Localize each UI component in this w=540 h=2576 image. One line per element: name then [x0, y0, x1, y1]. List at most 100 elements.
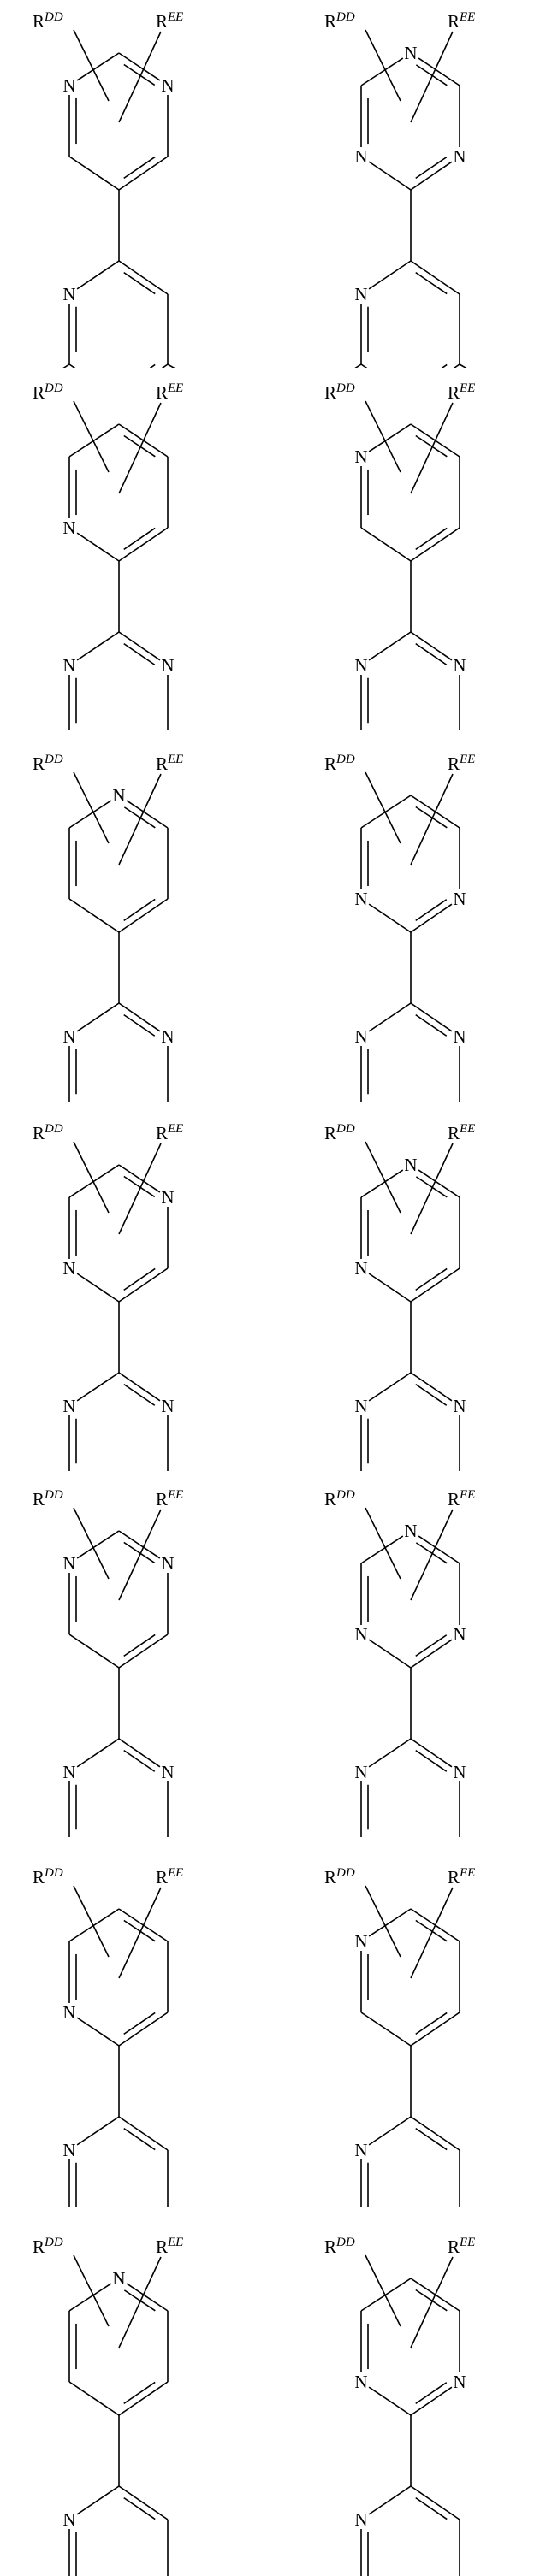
structure-row6-right: NNRDDREERAARBB — [292, 1839, 540, 2207]
substituent-ree: REE — [156, 381, 183, 403]
substituent-rdd: RDD — [324, 1866, 355, 1888]
nitrogen-atom: N — [354, 2140, 367, 2160]
nitrogen-atom: N — [354, 1258, 367, 1279]
substituent-ree: REE — [156, 753, 183, 774]
bond — [73, 29, 110, 102]
bond — [123, 898, 156, 922]
bond — [368, 1372, 412, 1402]
substituent-rdd: RDD — [324, 2236, 355, 2257]
substituent-rdd: RDD — [33, 10, 63, 32]
bond — [368, 903, 412, 933]
bond — [123, 2289, 156, 2312]
structure-row5-left: NNNNNRDDREERAARBB — [0, 1469, 270, 1837]
substituent-ree: REE — [448, 1122, 475, 1143]
nitrogen-atom: N — [453, 1026, 466, 1047]
nitrogen-atom: N — [354, 1396, 367, 1416]
substituent-rdd: RDD — [33, 381, 63, 403]
nitrogen-atom: N — [62, 2509, 75, 2530]
nitrogen-atom: N — [453, 2372, 466, 2392]
nitrogen-atom: N — [161, 1553, 174, 1574]
nitrogen-atom: N — [62, 1553, 75, 1574]
bond — [118, 2381, 169, 2416]
bond — [368, 161, 412, 191]
nitrogen-atom: N — [161, 75, 174, 96]
nitrogen-atom: N — [161, 1396, 174, 1416]
substituent-rdd: RDD — [33, 753, 63, 774]
bond — [118, 1530, 161, 1559]
bond — [368, 1273, 412, 1303]
bond — [76, 1530, 120, 1559]
nitrogen-atom: N — [161, 1762, 174, 1782]
bond — [68, 1908, 120, 1942]
nitrogen-atom: N — [62, 655, 75, 676]
bond — [76, 2485, 120, 2515]
bond — [410, 1738, 453, 1768]
bond — [123, 271, 156, 295]
bond — [118, 898, 169, 933]
bond — [410, 2012, 460, 2047]
bond — [410, 260, 460, 295]
substituent-ree: REE — [448, 381, 475, 403]
bond — [118, 1372, 161, 1402]
bond — [365, 2254, 401, 2327]
bond — [360, 795, 412, 829]
bond — [418, 1169, 460, 1198]
bond — [415, 1013, 448, 1037]
bond — [360, 1169, 404, 1198]
bond — [415, 1749, 448, 1772]
bond — [415, 642, 448, 665]
bond — [118, 1509, 162, 1601]
bond — [68, 898, 120, 933]
bond — [118, 1887, 162, 1979]
structure-row7-right: NNNRDDREERAARBB — [292, 2208, 540, 2576]
bond — [118, 1164, 161, 1193]
nitrogen-atom: N — [404, 1521, 417, 1541]
bond — [123, 1634, 156, 1657]
bond — [118, 527, 169, 562]
nitrogen-atom: N — [453, 655, 466, 676]
bond — [415, 1919, 448, 1942]
bond — [123, 642, 156, 665]
structure-row1-left: NNNNRDDREERAARBB — [0, 0, 270, 368]
bond — [368, 1908, 412, 1937]
nitrogen-atom: N — [453, 1762, 466, 1782]
substituent-rdd: RDD — [33, 1488, 63, 1510]
nitrogen-atom: N — [62, 2002, 75, 2023]
bond — [410, 903, 453, 933]
nitrogen-atom: N — [112, 785, 125, 806]
bond — [62, 363, 70, 368]
bond — [360, 2278, 412, 2312]
bond — [410, 2116, 460, 2151]
nitrogen-atom: N — [354, 655, 367, 676]
bond — [415, 2127, 448, 2151]
structure-row4-left: NNNNNRDDREERAARBB — [0, 1103, 270, 1471]
bond — [123, 527, 156, 551]
bond — [368, 423, 412, 452]
bond — [410, 1267, 460, 1303]
bond — [410, 773, 454, 866]
structure-row7-left: NNRDDREERAARBB — [0, 2208, 270, 2576]
nitrogen-atom: N — [354, 1026, 367, 1047]
bond — [68, 2381, 120, 2416]
substituent-rdd: RDD — [33, 1866, 63, 1888]
substituent-rdd: RDD — [324, 381, 355, 403]
bond — [410, 1143, 454, 1235]
bond — [118, 773, 162, 866]
bond — [118, 156, 169, 191]
bond — [118, 2256, 162, 2349]
bond — [410, 2256, 454, 2349]
nitrogen-atom: N — [453, 1396, 466, 1416]
nitrogen-atom: N — [62, 284, 75, 304]
bond — [118, 631, 161, 661]
bond — [76, 1273, 120, 1303]
bond — [415, 1267, 448, 1291]
nitrogen-atom: N — [62, 517, 75, 538]
nitrogen-atom: N — [62, 2140, 75, 2160]
bond — [354, 363, 362, 368]
bond — [368, 260, 412, 290]
structure-row5-right: NNNNNNRDDREERAARBB — [292, 1469, 540, 1837]
nitrogen-atom: N — [62, 75, 75, 96]
nitrogen-atom: N — [404, 1155, 417, 1175]
bond — [410, 1002, 453, 1032]
substituent-ree: REE — [156, 10, 183, 32]
